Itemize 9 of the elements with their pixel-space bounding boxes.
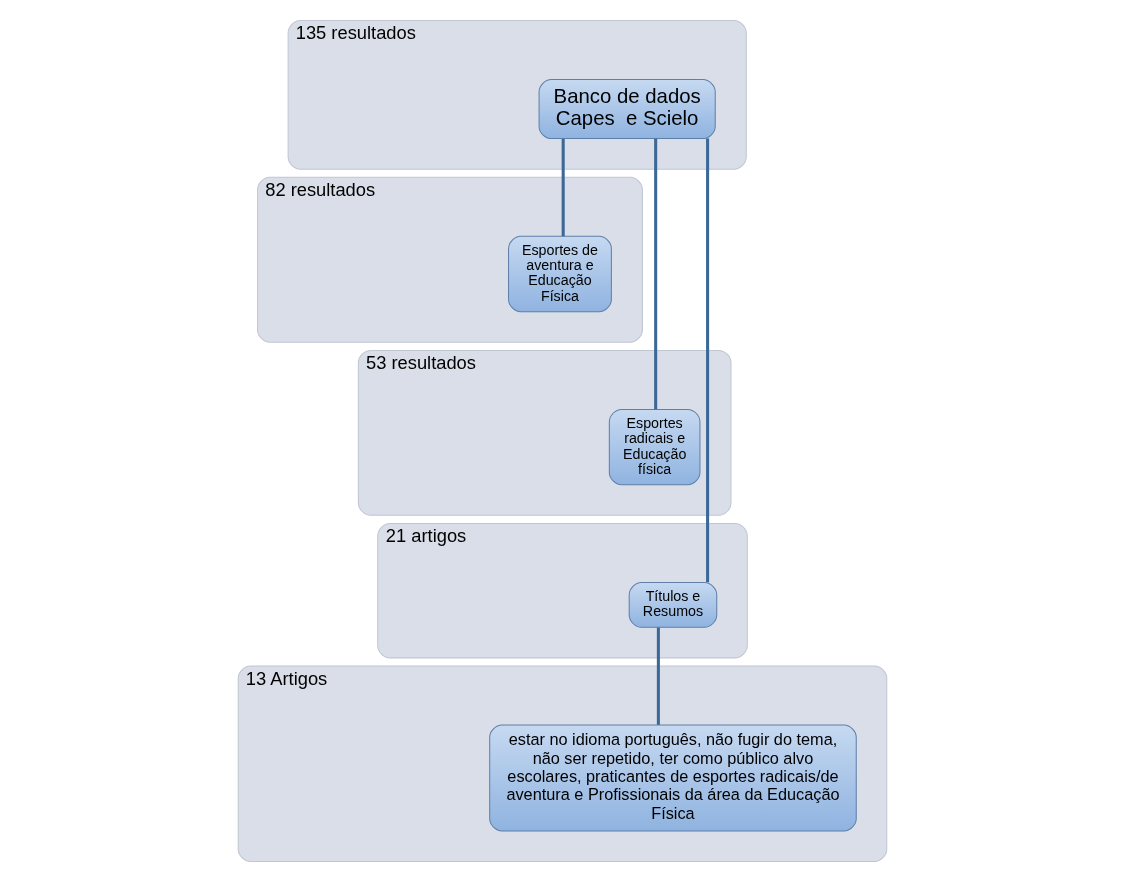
connector bbox=[705, 138, 709, 583]
node-box: Esportes de aventura e Educação Física bbox=[507, 235, 612, 313]
connector bbox=[561, 138, 565, 237]
connector bbox=[656, 627, 660, 725]
node-box: Banco de dados Capes e Scielo bbox=[538, 79, 716, 140]
node-box: estar no idioma português, não fugir do tema, não ser repetido, ter como público alvo escolares, praticantes de esportes radicais/de aventura e Profissionais da área da Educação Física bbox=[488, 724, 857, 832]
node-box: Esportes radicais e Educação física bbox=[608, 408, 700, 486]
connector bbox=[653, 138, 657, 410]
node-box: Títulos e Resumos bbox=[628, 582, 717, 628]
